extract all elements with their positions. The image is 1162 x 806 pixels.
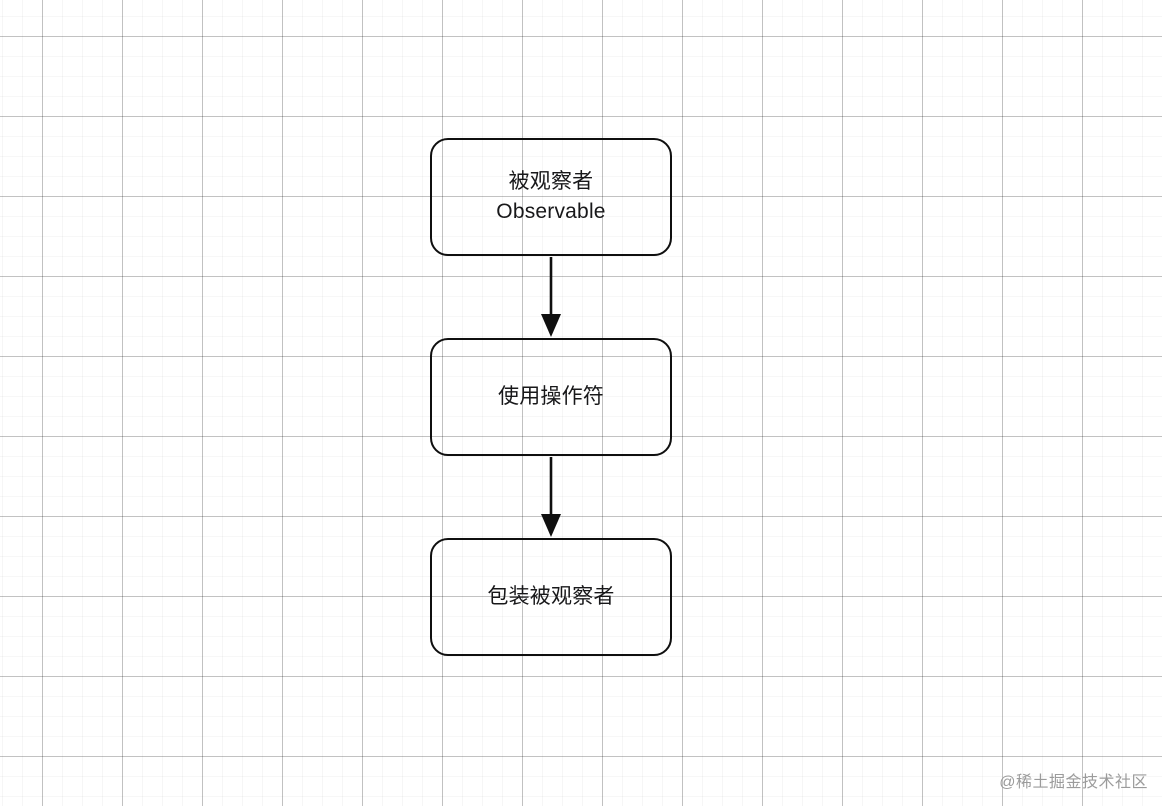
node-wrap-observable-label: 包装被观察者 xyxy=(487,585,615,608)
node-observable-label: 被观察者 Observable xyxy=(496,170,606,223)
node-operator-label: 使用操作符 xyxy=(498,385,604,408)
node-observable[interactable]: 被观察者 Observable xyxy=(430,138,672,256)
node-wrap-observable[interactable]: 包装被观察者 xyxy=(430,538,672,656)
node-operator[interactable]: 使用操作符 xyxy=(430,338,672,456)
watermark: @稀土掘金技术社区 xyxy=(999,774,1148,791)
